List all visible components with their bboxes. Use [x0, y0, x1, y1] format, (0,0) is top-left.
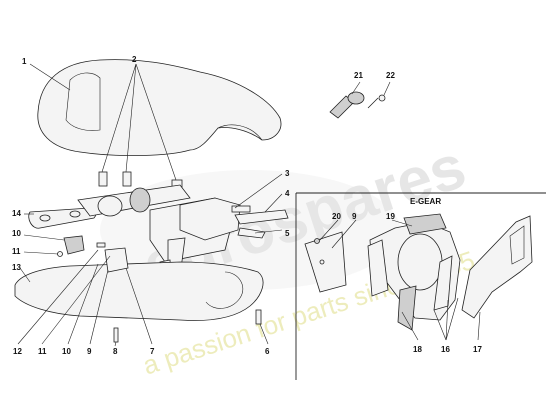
callout-17: 17 — [473, 345, 482, 354]
callout-21: 21 — [354, 71, 363, 80]
bracket-hole — [69, 210, 81, 218]
upper-shroud — [37, 59, 282, 156]
callout-1: 1 — [22, 57, 27, 66]
lower-shroud — [14, 261, 264, 321]
callout-18: 18 — [413, 345, 422, 354]
paddle-bracket — [461, 215, 533, 319]
plate-hole — [319, 259, 325, 265]
clips — [98, 171, 183, 191]
callout-8: 8 — [113, 347, 118, 356]
callout-13: 13 — [12, 263, 21, 272]
callout-19: 19 — [386, 212, 395, 221]
mounting-plate — [104, 247, 129, 273]
key-pin-head — [378, 94, 386, 102]
callout-14: 14 — [12, 209, 21, 218]
bracket-hole — [39, 214, 51, 222]
callout-7: 7 — [150, 347, 155, 356]
inset-frame — [295, 192, 546, 380]
callout-16: 16 — [441, 345, 450, 354]
bracket-clip — [63, 235, 85, 255]
e-gear-inset: E-GEAR 20 9 19 18 16 17 — [295, 192, 546, 380]
callout-9-inset: 9 — [352, 212, 357, 221]
callout-3: 3 — [285, 169, 290, 178]
lower-shroud-cutout — [205, 271, 244, 309]
callout-2: 2 — [132, 55, 137, 64]
bracket-cutout — [509, 225, 525, 265]
callout-9: 9 — [87, 347, 92, 356]
housing-top — [403, 213, 447, 235]
screw — [57, 251, 63, 257]
column-collar — [97, 195, 123, 217]
screw — [314, 238, 320, 244]
mounting-plate — [304, 231, 347, 293]
shroud-window — [65, 72, 101, 131]
clip-left — [98, 171, 108, 187]
callout-11-upper: 11 — [12, 247, 21, 256]
screw — [255, 309, 262, 325]
callout-10-lower: 10 — [62, 347, 71, 356]
light-stalk — [237, 227, 266, 239]
inset-title: E-GEAR — [410, 197, 441, 206]
ignition-lock-body — [179, 197, 241, 241]
clip-middle — [122, 171, 132, 187]
shroud-edge — [217, 124, 263, 141]
paddle-left — [367, 239, 389, 297]
callout-5: 5 — [285, 229, 290, 238]
callout-12: 12 — [13, 347, 22, 356]
callout-10-upper: 10 — [12, 229, 21, 238]
callout-22: 22 — [386, 71, 395, 80]
key-pin — [367, 97, 379, 109]
leader-lines — [17, 63, 391, 347]
paddle-lower — [397, 285, 417, 331]
column-collar — [129, 187, 151, 213]
callout-6: 6 — [265, 347, 270, 356]
key-head — [347, 91, 365, 105]
ignition-switch — [231, 205, 251, 213]
screw — [113, 327, 119, 343]
callout-20: 20 — [332, 212, 341, 221]
clip — [96, 242, 106, 248]
wiper-stalk — [234, 209, 289, 225]
housing-opening — [397, 233, 443, 291]
callout-4: 4 — [285, 189, 290, 198]
callout-11-lower: 11 — [38, 347, 47, 356]
